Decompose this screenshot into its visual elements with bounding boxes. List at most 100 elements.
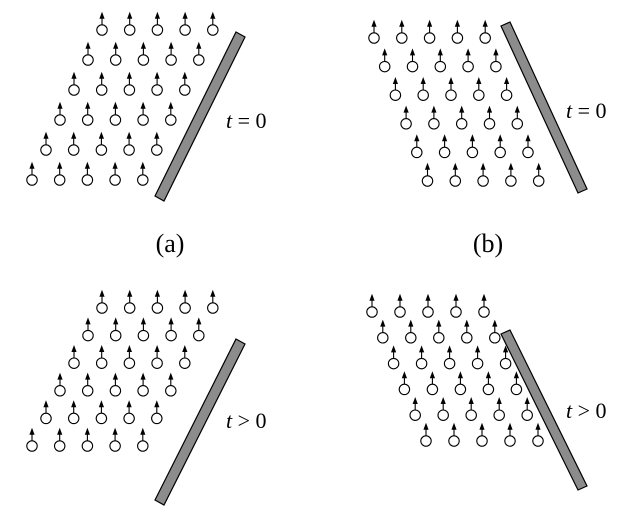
arrow-up-icon [475,345,481,353]
particle [471,345,484,370]
particle-circle [428,118,440,130]
particle [438,134,451,159]
arrow-up-icon [127,11,133,19]
time-label-a: t = 0 [226,108,267,133]
particle [476,422,488,447]
particle [405,319,417,344]
particle [95,400,108,425]
particle [96,289,108,314]
particle-circle [366,306,378,318]
particle [137,101,149,126]
arrow-up-icon [380,319,386,327]
arrow-up-icon [43,131,49,139]
particle [494,134,506,159]
particle [207,289,219,314]
particle [179,289,191,314]
particle-circle [476,435,488,447]
particle-circle [151,144,163,156]
arrow-up-icon [507,422,513,430]
particle [500,77,513,101]
particle-circle [53,174,66,186]
particle [426,371,439,396]
particle [151,400,163,425]
arrow-up-icon [497,134,503,142]
particle-circle [396,32,408,44]
particle-circle [510,383,523,396]
particle-circle [26,440,38,452]
particle [165,317,177,342]
particle-lattice-b [368,19,545,187]
particle-circle [137,174,149,186]
arrow-up-icon [29,427,35,435]
particle-circle [207,302,219,314]
arrow-up-icon [536,162,542,170]
arrow-up-icon [399,19,405,27]
particle-circle [81,174,94,186]
particle-circle [532,435,544,447]
particle-circle [53,440,66,452]
arrow-up-icon [403,105,409,113]
arrow-up-icon [451,422,457,430]
particle-lattice-c [26,289,219,452]
particle [422,293,434,318]
arrow-up-icon [503,345,509,353]
wall-bar-d [500,329,588,491]
particle [450,293,462,318]
particle-circle [466,146,479,159]
arrow-up-icon [424,162,431,170]
particle-circle [68,357,80,369]
arrow-up-icon [482,19,488,27]
arrow-up-icon [71,71,77,79]
particle-circle [500,89,513,101]
particle-circle [505,175,517,187]
arrow-up-icon [112,372,118,380]
particle [151,11,164,36]
particle-circle [109,385,122,397]
particle-circle [504,435,516,447]
particle [437,397,449,421]
particle-circle [123,144,135,156]
particle-circle [123,412,135,425]
particle [151,289,164,314]
arrow-up-icon [85,41,91,49]
particle [123,131,135,156]
arrow-up-icon [57,427,63,435]
arrow-up-icon [448,77,454,84]
arrow-up-icon [154,400,160,408]
particle [165,372,177,397]
particle-circle [109,54,122,66]
arrow-up-icon [57,161,63,169]
particle-circle [137,385,149,397]
arrow-up-icon [154,71,160,79]
particle-circle [123,24,136,36]
particle [193,41,205,66]
arrow-up-icon [513,371,519,379]
arrow-up-icon [182,289,188,297]
arrow-up-icon [126,71,132,79]
arrow-up-icon [401,371,407,379]
particle-circle [398,383,411,396]
arrow-up-icon [481,293,487,301]
particle-circle [109,174,121,186]
particle-circle [411,146,423,159]
particle-circle [137,54,150,66]
particle-circle [532,175,545,187]
particle-circle [455,118,468,130]
particle-circle [449,175,462,187]
arrow-up-icon [140,101,146,109]
arrow-up-icon [71,131,77,139]
arrow-up-icon [168,41,174,49]
arrow-up-icon [168,317,174,325]
arrow-up-icon [397,293,403,301]
time-label-b: t = 0 [566,98,607,123]
particle [123,11,136,36]
particle-circle [451,32,464,44]
particle [207,11,219,36]
particle-circle [477,175,489,187]
particle [95,71,108,96]
arrow-up-icon [452,162,458,170]
arrow-up-icon [154,131,160,139]
particle-circle [179,24,191,36]
particle [499,345,512,370]
particle [423,19,436,44]
